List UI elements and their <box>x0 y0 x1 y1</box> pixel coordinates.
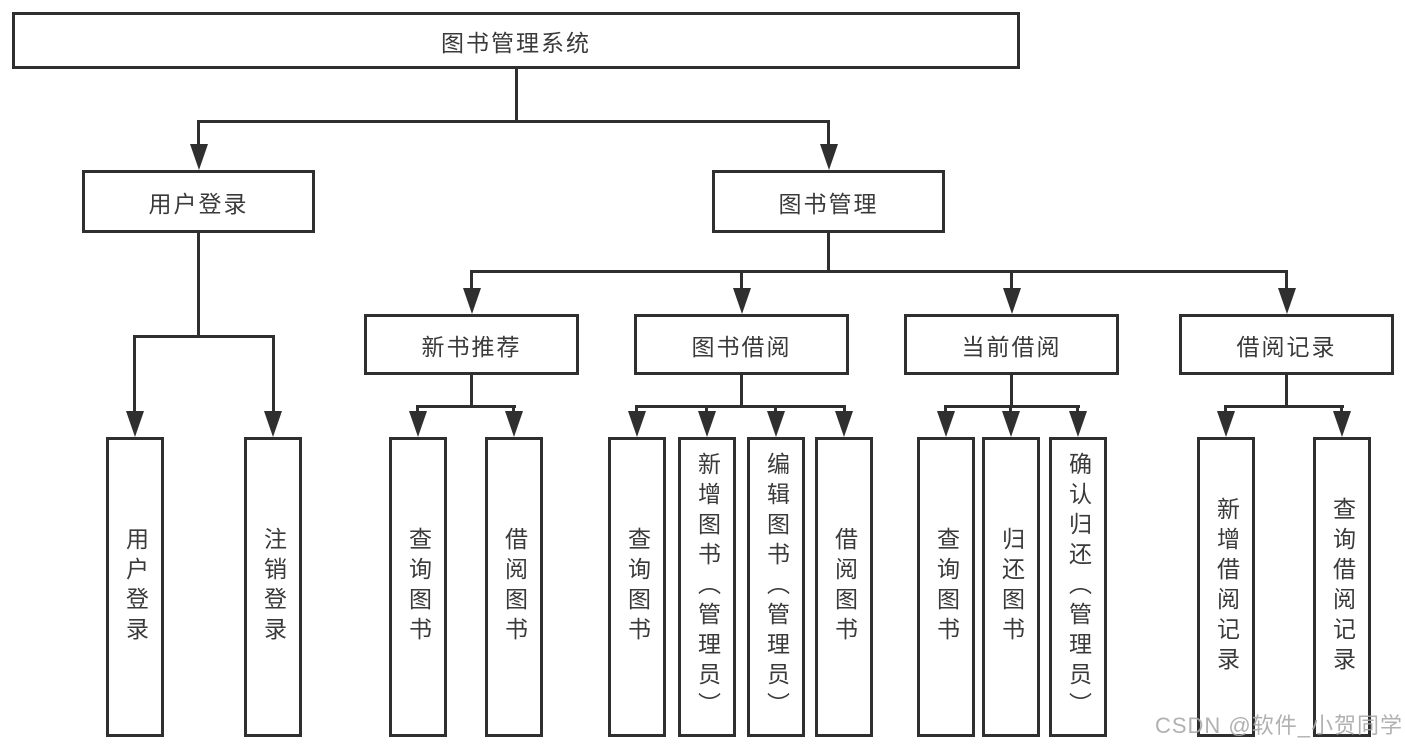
arrowhead-down-icon <box>1002 411 1020 437</box>
connector-line <box>197 120 830 123</box>
node-label: 编辑图书（管理员） <box>763 452 790 722</box>
arrowhead-down-icon <box>409 411 427 437</box>
node-label: 借阅图书 <box>831 527 858 647</box>
connector-line <box>470 375 473 407</box>
node-label: 查询图书 <box>405 527 432 647</box>
leaf-query-books-2: 查询图书 <box>608 437 666 737</box>
node-label: 图书管理系统 <box>441 29 591 56</box>
connector-line <box>416 405 419 415</box>
node-library-management-system: 图书管理系统 <box>12 12 1020 69</box>
leaf-logout: 注销登录 <box>244 437 302 737</box>
connector-line <box>512 405 515 415</box>
node-label: 确认归还（管理员） <box>1065 452 1092 722</box>
connector-line <box>1285 270 1288 292</box>
leaf-add-book-admin: 新增图书（管理员） <box>678 437 736 737</box>
node-label: 归还图书 <box>998 527 1025 647</box>
node-label: 用户登录 <box>122 527 149 647</box>
arrowhead-down-icon <box>820 144 838 170</box>
node-label: 新增图书（管理员） <box>694 452 721 722</box>
connector-line <box>1010 375 1013 407</box>
connector-line <box>635 405 638 415</box>
node-book-borrowing: 图书借阅 <box>634 314 849 375</box>
connector-line <box>1285 375 1288 407</box>
node-label: 查询图书 <box>624 527 651 647</box>
connector-line <box>1224 405 1227 415</box>
node-label: 用户登录 <box>148 190 249 217</box>
arrowhead-down-icon <box>1278 288 1296 314</box>
connector-line <box>705 405 708 415</box>
arrowhead-down-icon <box>505 411 523 437</box>
arrowhead-down-icon <box>628 411 646 437</box>
leaf-return-books: 归还图书 <box>982 437 1040 737</box>
connector-line <box>133 335 136 415</box>
node-label: 当前借阅 <box>961 333 1062 360</box>
node-label: 查询图书 <box>933 527 960 647</box>
connector-line <box>827 120 830 148</box>
connector-line <box>416 405 516 408</box>
connector-line <box>1010 270 1013 292</box>
node-label: 查询借阅记录 <box>1329 497 1356 677</box>
arrowhead-down-icon <box>190 144 208 170</box>
leaf-confirm-return-admin: 确认归还（管理员） <box>1049 437 1107 737</box>
arrowhead-down-icon <box>767 411 785 437</box>
node-label: 注销登录 <box>260 527 287 647</box>
node-label: 借阅记录 <box>1236 333 1337 360</box>
node-label: 图书管理 <box>778 190 879 217</box>
connector-line <box>197 120 200 148</box>
leaf-query-books-3: 查询图书 <box>917 437 975 737</box>
connector-line <box>1224 405 1344 408</box>
node-current-borrowing: 当前借阅 <box>904 314 1119 375</box>
connector-line <box>133 335 275 338</box>
arrowhead-down-icon <box>1217 411 1235 437</box>
leaf-user-login: 用户登录 <box>106 437 164 737</box>
node-new-book-recommendation: 新书推荐 <box>364 314 579 375</box>
arrowhead-down-icon <box>1333 411 1351 437</box>
connector-line <box>197 233 200 337</box>
connector-line <box>470 270 473 292</box>
node-label: 新增借阅记录 <box>1213 497 1240 677</box>
connector-line <box>1076 405 1079 415</box>
node-label: 新书推荐 <box>421 333 522 360</box>
node-label: 图书借阅 <box>691 333 792 360</box>
connector-line <box>515 69 518 122</box>
node-user-login: 用户登录 <box>82 170 315 233</box>
connector-line <box>272 335 275 415</box>
arrowhead-down-icon <box>937 411 955 437</box>
connector-line <box>944 405 1080 408</box>
connector-line <box>1340 405 1343 415</box>
leaf-borrow-books-1: 借阅图书 <box>485 437 543 737</box>
node-book-management: 图书管理 <box>712 170 945 233</box>
connector-line <box>470 270 1288 273</box>
arrowhead-down-icon <box>463 288 481 314</box>
arrowhead-down-icon <box>1003 288 1021 314</box>
leaf-query-books-1: 查询图书 <box>389 437 447 737</box>
connector-line <box>635 405 846 408</box>
connector-line <box>774 405 777 415</box>
leaf-add-borrow-record: 新增借阅记录 <box>1197 437 1255 737</box>
connector-line <box>843 405 846 415</box>
node-label: 借阅图书 <box>501 527 528 647</box>
connector-line <box>827 233 830 273</box>
arrowhead-down-icon <box>126 411 144 437</box>
leaf-query-borrow-record: 查询借阅记录 <box>1313 437 1371 737</box>
connector-line <box>944 405 947 415</box>
connector-line <box>740 375 743 407</box>
leaf-borrow-books-2: 借阅图书 <box>815 437 873 737</box>
connector-line <box>740 270 743 292</box>
arrowhead-down-icon <box>698 411 716 437</box>
node-borrowing-records: 借阅记录 <box>1179 314 1394 375</box>
arrowhead-down-icon <box>733 288 751 314</box>
leaf-edit-book-admin: 编辑图书（管理员） <box>747 437 805 737</box>
connector-line <box>1009 405 1012 415</box>
arrowhead-down-icon <box>264 411 282 437</box>
arrowhead-down-icon <box>1069 411 1087 437</box>
arrowhead-down-icon <box>835 411 853 437</box>
csdn-watermark: CSDN @软件_小贺同学 <box>1154 713 1403 738</box>
